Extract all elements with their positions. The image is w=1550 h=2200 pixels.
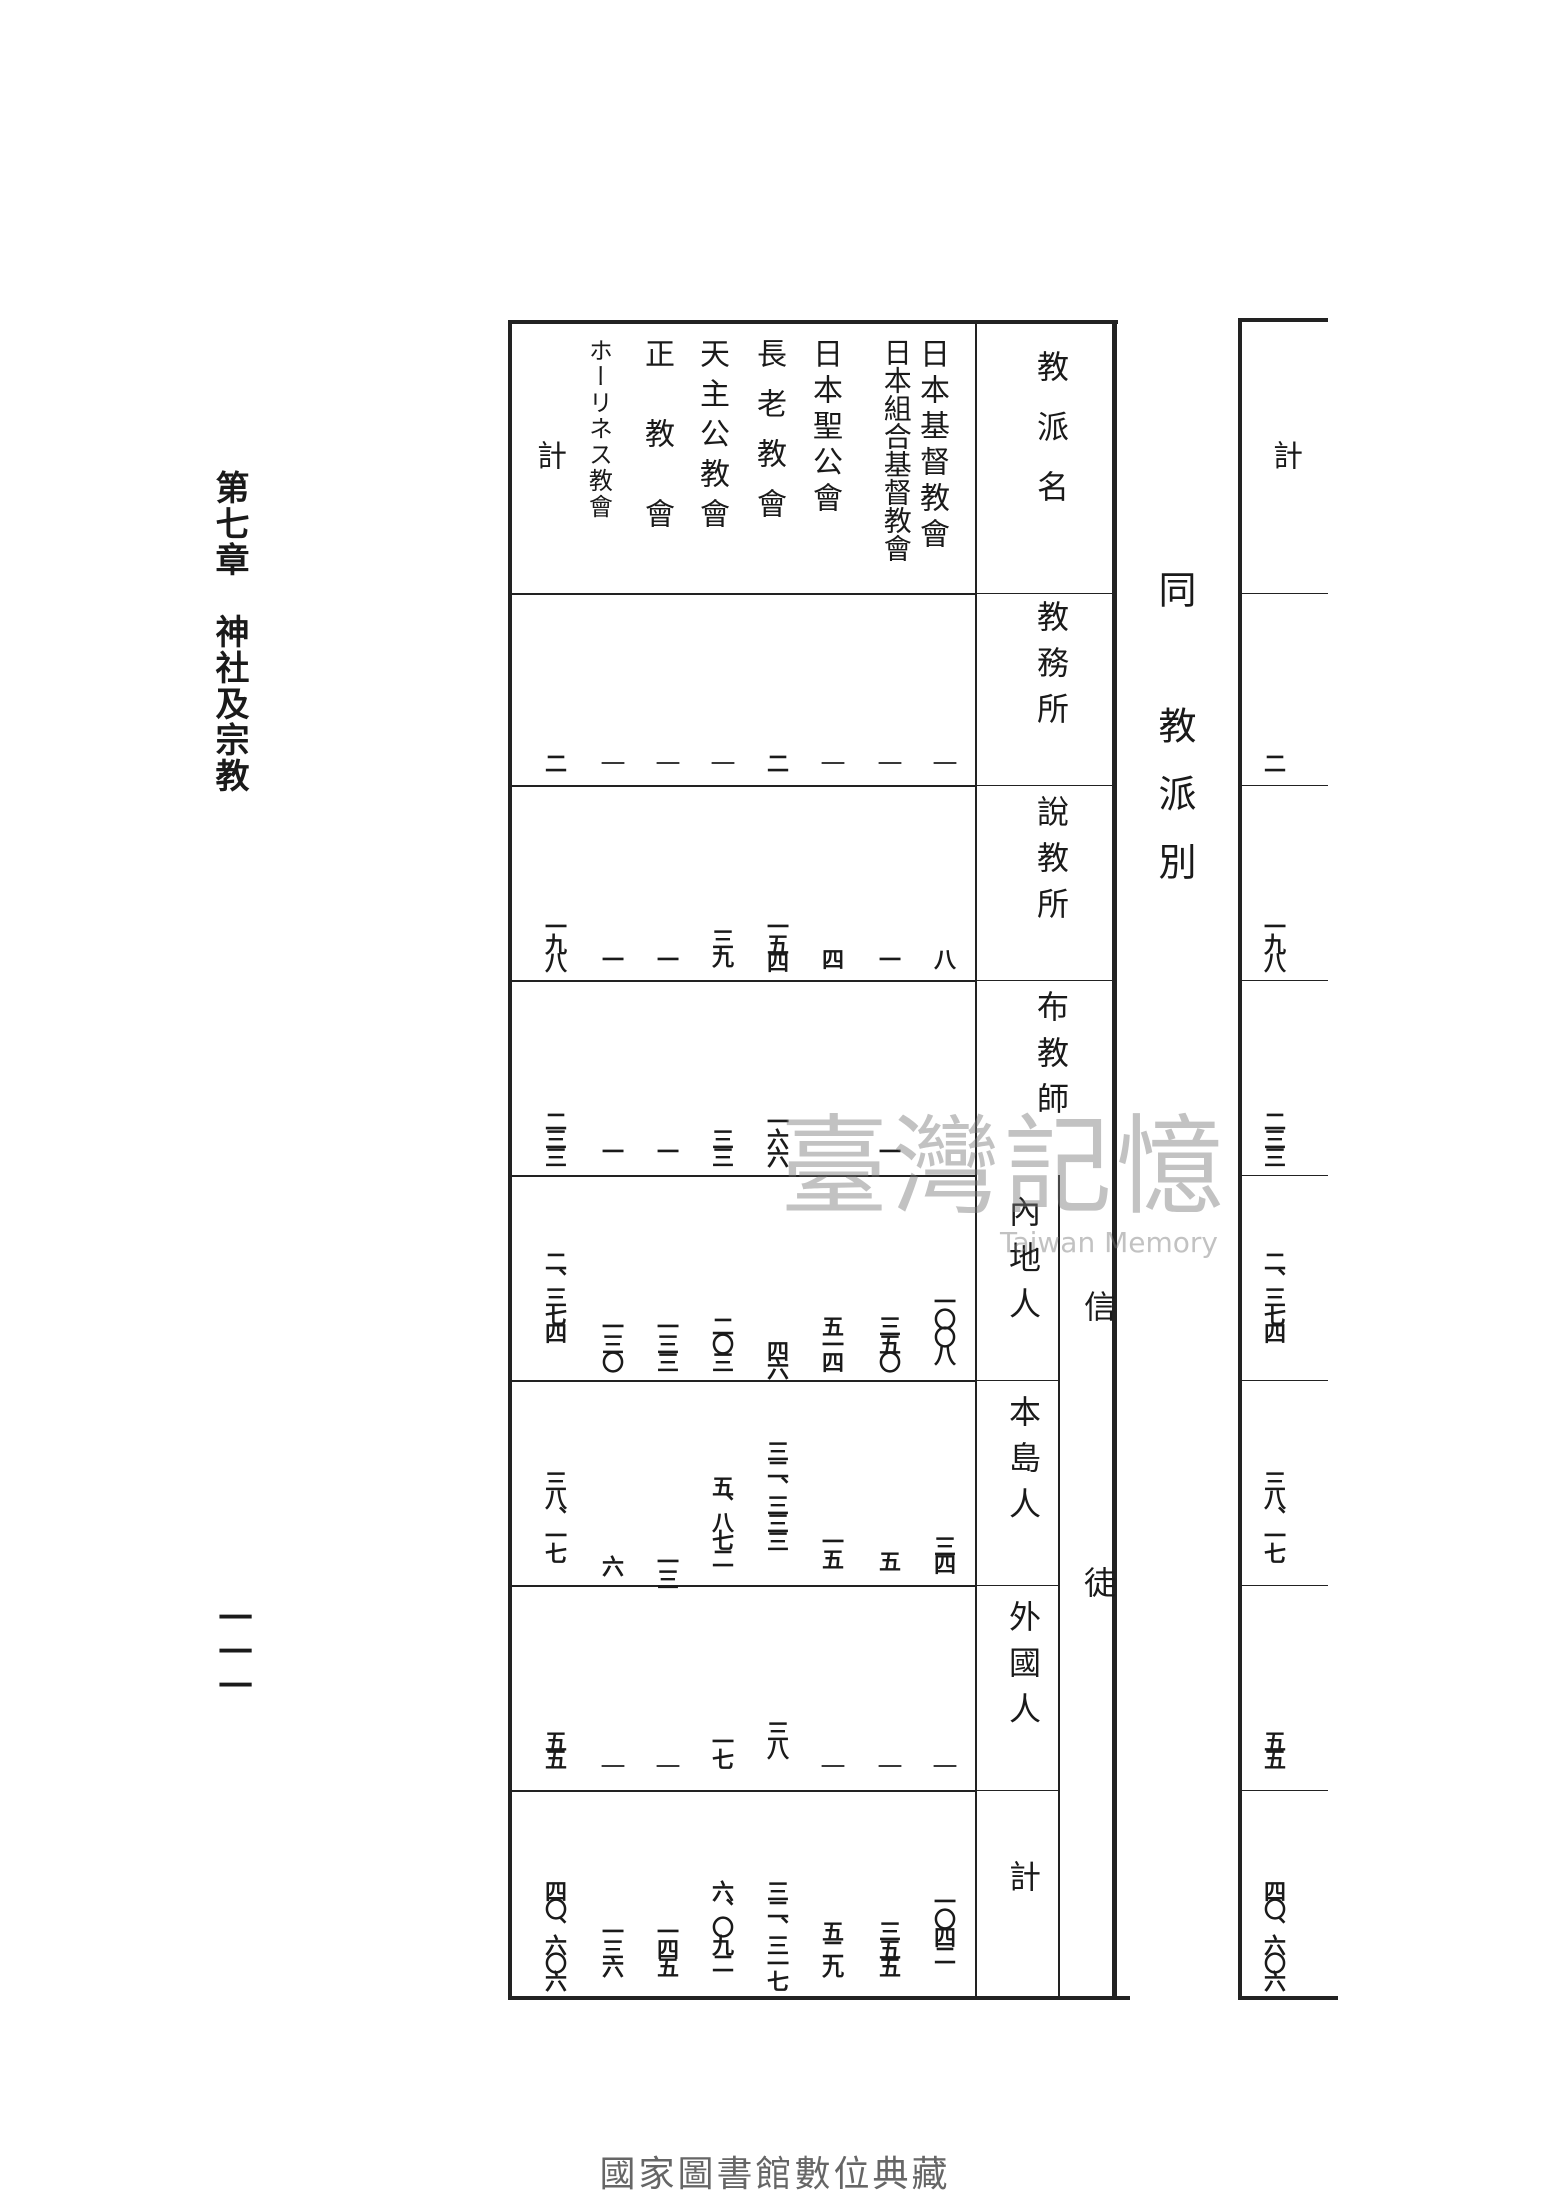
row-name-4: 天主公教會	[694, 338, 729, 538]
cell-r4-islander: 五、八七二	[708, 1475, 734, 1565]
cell-r1-mainland: 三五〇	[875, 1315, 901, 1369]
cell-r5-preaching: 一	[653, 948, 679, 966]
cell-r6-foreigner: ｜	[598, 1755, 624, 1773]
continued-missionary: 二三三	[1260, 1110, 1286, 1164]
cell-r3-total: 三二、三一七	[763, 1880, 789, 1988]
cell-r3-foreigner: 三八	[763, 1720, 789, 1756]
cell-r5-office: ｜	[653, 752, 679, 770]
continued-islander: 三八、一七	[1260, 1470, 1286, 1560]
row-name-6: ホーリネス教會	[584, 338, 613, 520]
cell-r0-islander: 三四	[930, 1535, 956, 1571]
cell-r0-total: 一〇四二	[930, 1890, 956, 1962]
cell-r0-office: ｜	[930, 752, 956, 770]
cell-r0-preaching: 八	[930, 948, 956, 966]
cell-r1-foreigner: ｜	[875, 1755, 901, 1773]
row-name-total: 計	[531, 440, 566, 476]
taiwan-memory-watermark: 臺灣記憶 Taiwan Memory	[780, 1080, 1228, 1259]
watermark-cjk: 臺灣記憶	[780, 1105, 1229, 1230]
cell-r5-total: 一四五	[653, 1920, 679, 1974]
cell-r3-mainland: 四六	[763, 1340, 789, 1376]
cell-r3-islander: 三二、三三三	[763, 1440, 789, 1548]
continued-preaching: 一九八	[1260, 915, 1286, 969]
cell-total-total: 四〇、六〇六	[541, 1880, 567, 1988]
cell-r1-islander: 五	[875, 1550, 901, 1568]
cell-r6-office: ｜	[598, 752, 624, 770]
continued-foreigner: 五五	[1260, 1730, 1286, 1766]
cell-r5-mainland: 一三三	[653, 1315, 679, 1369]
cell-r3-office: 二	[763, 752, 789, 770]
continued-mainland: 二、三七四	[1260, 1250, 1286, 1340]
cell-r5-missionary: 一	[653, 1140, 679, 1158]
cell-total-missionary: 二三三	[541, 1110, 567, 1164]
cell-r4-total: 六、〇九二	[708, 1880, 734, 1970]
continued-total-label: 計	[1267, 440, 1302, 470]
header-preaching-hall: 說教所	[1032, 795, 1070, 933]
cell-r0-mainland: 一〇〇八	[930, 1290, 956, 1362]
cell-r2-office: ｜	[818, 752, 844, 770]
cell-r2-islander: 一五	[818, 1530, 844, 1566]
header-mainland: 內地人	[1004, 1195, 1042, 1333]
cell-total-mainland: 二、三七四	[541, 1250, 567, 1340]
cell-r5-islander: 一三	[653, 1550, 679, 1586]
cell-r5-foreigner: ｜	[653, 1755, 679, 1773]
cell-r4-foreigner: 一七	[708, 1730, 734, 1766]
cell-total-office: 二	[541, 752, 567, 770]
continued-total: 四〇、六〇六	[1260, 1880, 1286, 1988]
table-title: 同 教派別	[1152, 570, 1196, 910]
row-name-1: 日本組合基督教會	[879, 338, 913, 562]
cell-r4-missionary: 三三	[708, 1128, 734, 1164]
cell-r4-preaching: 三九	[708, 928, 734, 964]
header-foreigner: 外國人	[1004, 1600, 1042, 1738]
continued-office: 二	[1260, 752, 1286, 770]
row-name-0: 日本基督教會	[914, 338, 949, 554]
header-believers: 信 徒	[1079, 1290, 1117, 1658]
cell-r6-missionary: 一	[598, 1140, 624, 1158]
header-office: 教務所	[1032, 600, 1070, 738]
header-islander: 本島人	[1004, 1395, 1042, 1533]
cell-r3-missionary: 一六六	[763, 1110, 789, 1164]
cell-r2-preaching: 四	[818, 948, 844, 966]
cell-r1-missionary: 一	[875, 1140, 901, 1158]
cell-r2-mainland: 五一四	[818, 1315, 844, 1369]
cell-r6-preaching: 一	[598, 948, 624, 966]
cell-r3-preaching: 一五四	[763, 915, 789, 969]
cell-r6-islander: 六	[598, 1555, 624, 1573]
header-total: 計	[1004, 1860, 1042, 1892]
row-name-5: 正教會	[639, 338, 674, 578]
cell-r1-total: 三五五	[875, 1920, 901, 1974]
cell-r6-total: 一三六	[598, 1920, 624, 1974]
page-number: 一一一	[212, 1600, 252, 1702]
cell-total-foreigner: 五五	[541, 1730, 567, 1766]
row-name-3: 長老教會	[751, 338, 786, 538]
cell-r2-foreigner: ｜	[818, 1755, 844, 1773]
header-missionary: 布教師	[1032, 990, 1070, 1128]
cell-r2-total: 五二九	[818, 1920, 844, 1974]
cell-r4-office: ｜	[708, 752, 734, 770]
row-name-2: 日本聖公會	[807, 338, 842, 518]
cell-r1-preaching: 一	[875, 948, 901, 966]
cell-r1-office: ｜	[875, 752, 901, 770]
cell-r0-foreigner: ｜	[930, 1755, 956, 1773]
chapter-header: 第七章 神社及宗教	[209, 470, 249, 794]
watermark-en: Taiwan Memory	[1000, 1226, 1218, 1259]
header-sect-name: 教派名	[1032, 350, 1070, 530]
library-footer: 國家圖書館數位典藏	[599, 2154, 951, 2195]
cell-r6-mainland: 一三〇	[598, 1315, 624, 1369]
cell-total-islander: 三八、一七	[541, 1470, 567, 1560]
cell-r4-mainland: 二〇三	[708, 1315, 734, 1369]
cell-total-preaching: 一九八	[541, 915, 567, 969]
